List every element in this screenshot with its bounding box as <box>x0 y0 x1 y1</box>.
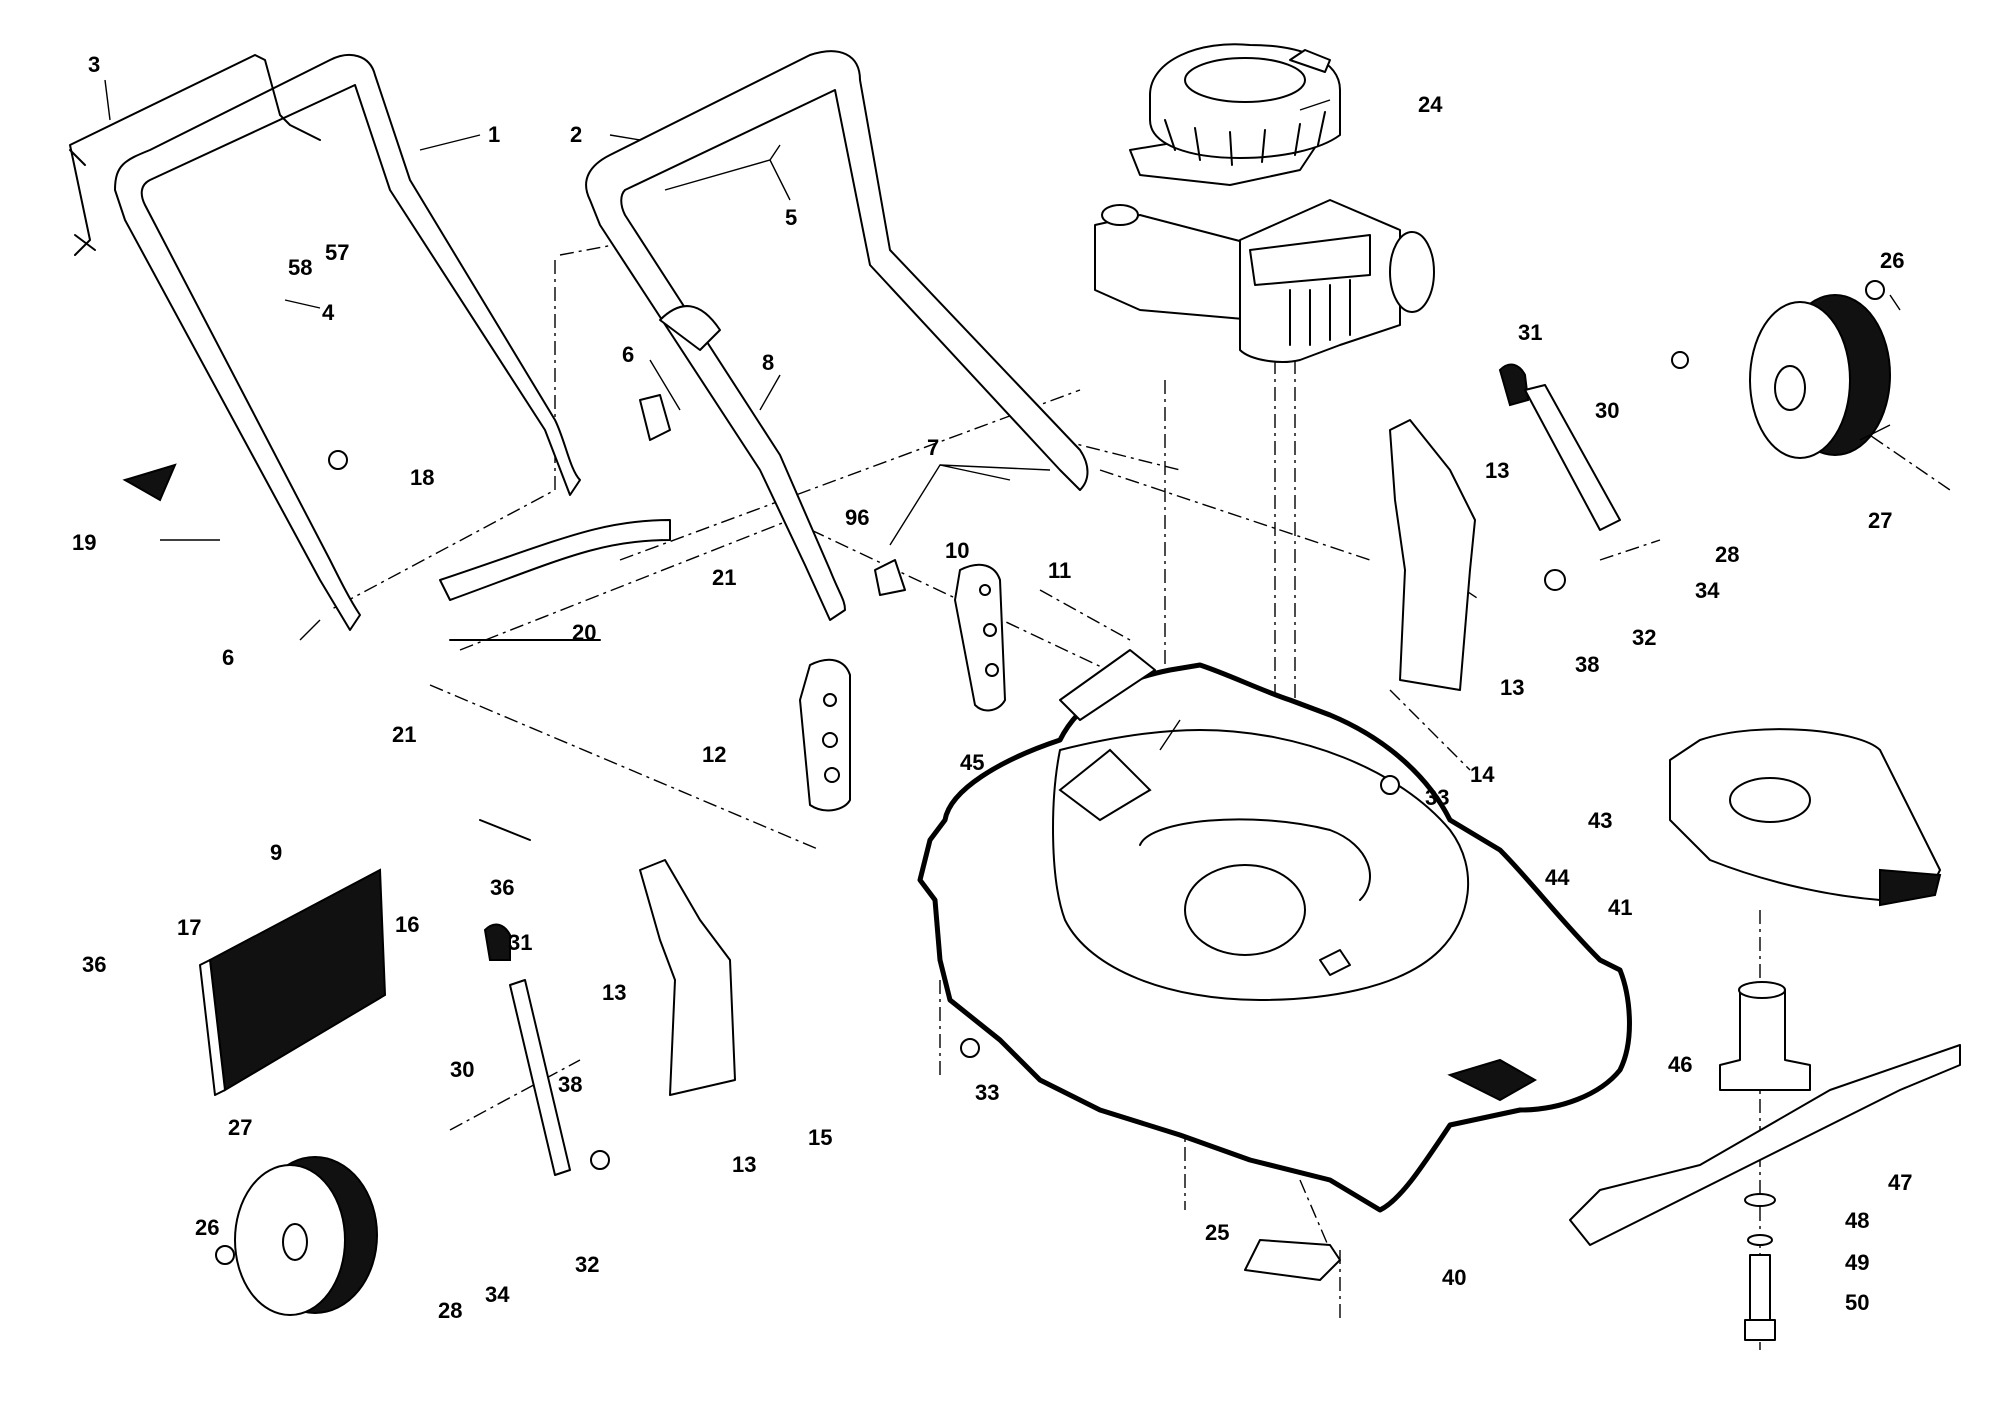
callout-21-b: 21 <box>392 722 416 747</box>
callout-28-b: 28 <box>438 1298 462 1323</box>
callout-13-b: 13 <box>1500 675 1524 700</box>
callout-13-d: 13 <box>732 1152 756 1177</box>
small-parts <box>122 280 1885 1281</box>
upper-handle-left <box>114 54 581 631</box>
adjust-plate-11 <box>954 563 1006 712</box>
callout-4: 4 <box>322 300 335 325</box>
callout-27-b: 27 <box>228 1115 252 1140</box>
callout-44: 44 <box>1545 865 1570 890</box>
callout-2: 2 <box>570 122 582 147</box>
callout-50: 50 <box>1845 1290 1869 1315</box>
blade-adapter <box>1719 981 1811 1091</box>
callout-48: 48 <box>1845 1208 1869 1233</box>
callout-38-b: 38 <box>558 1072 582 1097</box>
callout-27-a: 27 <box>1868 508 1892 533</box>
callout-21-a: 21 <box>712 565 736 590</box>
callout-6-lower: 6 <box>222 645 234 670</box>
callout-36-a: 36 <box>490 875 514 900</box>
callout-12: 12 <box>702 742 726 767</box>
wheel-right <box>1749 294 1891 459</box>
callout-28-a: 28 <box>1715 542 1739 567</box>
callout-11: 11 <box>1048 558 1071 583</box>
callout-33-a: 33 <box>1425 785 1449 810</box>
callout-49: 49 <box>1845 1250 1869 1275</box>
callout-20: 20 <box>572 620 596 645</box>
upper-handle-right <box>585 50 1089 621</box>
callout-41: 41 <box>1608 895 1632 920</box>
leader-lines <box>104 79 1901 751</box>
callout-30-a: 30 <box>1595 398 1619 423</box>
callout-15: 15 <box>808 1125 832 1150</box>
callout-3: 3 <box>88 52 100 77</box>
callout-34-a: 34 <box>1695 578 1720 603</box>
assembly-lines <box>329 239 1951 1350</box>
callout-58: 58 <box>288 255 312 280</box>
discharge-chute <box>1669 728 1942 907</box>
callout-26-a: 26 <box>1880 248 1904 273</box>
wheel-left <box>234 1156 378 1316</box>
adjust-plate-12 <box>799 658 851 812</box>
callout-30-b: 30 <box>450 1057 474 1082</box>
height-bracket-right <box>1389 419 1476 691</box>
callout-31-b: 31 <box>508 930 532 955</box>
callout-18: 18 <box>410 465 434 490</box>
mower-deck <box>917 662 1632 1213</box>
callout-26-b: 26 <box>195 1215 219 1240</box>
callout-8: 8 <box>762 350 774 375</box>
engine <box>1094 43 1435 363</box>
callout-45: 45 <box>960 750 984 775</box>
callout-47: 47 <box>1888 1170 1912 1195</box>
callout-17: 17 <box>177 915 201 940</box>
callout-9: 9 <box>270 840 282 865</box>
callout-19: 19 <box>72 530 96 555</box>
callout-13-c: 13 <box>602 980 626 1005</box>
callout-38-a: 38 <box>1575 652 1599 677</box>
callout-14: 14 <box>1470 762 1495 787</box>
height-bracket-left <box>639 859 736 1096</box>
callouts: 1 2 3 4 5 6 6 7 8 9 10 11 12 13 13 13 13… <box>72 52 1912 1323</box>
blade <box>1569 1044 1961 1246</box>
blade-washers <box>1744 1193 1776 1341</box>
callout-36-b: 36 <box>82 952 106 977</box>
callout-7: 7 <box>927 435 939 460</box>
callout-40: 40 <box>1442 1265 1466 1290</box>
callout-25: 25 <box>1205 1220 1229 1245</box>
callout-96: 96 <box>845 505 869 530</box>
callout-43: 43 <box>1588 808 1612 833</box>
callout-32-b: 32 <box>575 1252 599 1277</box>
callout-46: 46 <box>1668 1052 1692 1077</box>
callout-32-a: 32 <box>1632 625 1656 650</box>
callout-13-a: 13 <box>1485 458 1509 483</box>
callout-5: 5 <box>785 205 797 230</box>
rear-flap <box>199 868 387 1096</box>
callout-33-b: 33 <box>975 1080 999 1105</box>
callout-57: 57 <box>325 240 349 265</box>
callout-16: 16 <box>395 912 419 937</box>
callout-24: 24 <box>1418 92 1443 117</box>
callout-6-upper: 6 <box>622 342 634 367</box>
bail-rod <box>69 54 321 256</box>
callout-10: 10 <box>945 538 969 563</box>
callout-1: 1 <box>488 122 500 147</box>
callout-31-a: 31 <box>1518 320 1542 345</box>
callout-34-b: 34 <box>485 1282 510 1307</box>
